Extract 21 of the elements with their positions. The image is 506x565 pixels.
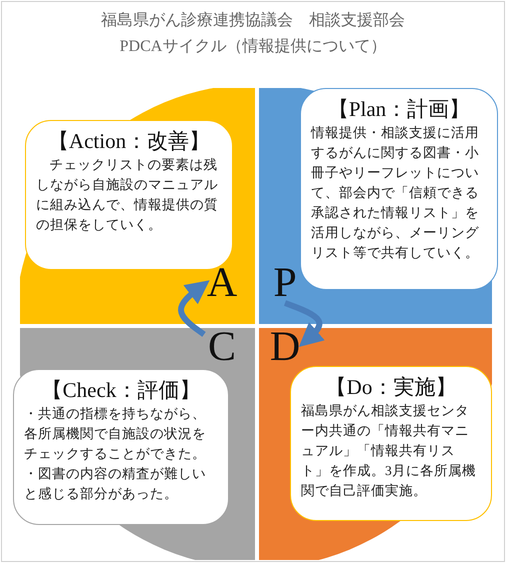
card-heading: 【Action：改善】 bbox=[46, 128, 212, 155]
subtitle: PDCAサイクル（情報提供について） bbox=[118, 36, 388, 57]
card-text: ・共通の指標を持ちながら、各所属機関で自施設の状況をチェックすることができた。 bbox=[24, 405, 207, 463]
cycle-letter: C bbox=[204, 326, 240, 368]
curved-arrow bbox=[178, 280, 210, 337]
text-card bbox=[13, 369, 229, 525]
text-card bbox=[290, 366, 492, 521]
title: 福島県がん診療連携協議会 相談支援部会 bbox=[100, 10, 406, 31]
text-card bbox=[300, 88, 498, 290]
cycle-letter: D bbox=[266, 326, 304, 368]
text-card bbox=[25, 120, 233, 270]
card-text: ・図書の内容の精査が難しいと感じる部分があった。 bbox=[24, 465, 207, 503]
card-text: 情報提供・相談支援に活用するがんに関する図書・小冊子やリーフレットについて、部会内で「信頼できる承認された情報リスト」を活用しながら、メーリングリスト等で共有していく。 bbox=[311, 124, 480, 262]
curved-arrow bbox=[284, 300, 325, 347]
card-heading: 【Plan：計画】 bbox=[326, 96, 472, 123]
card-heading: 【Check：評価】 bbox=[40, 377, 202, 404]
cycle-letter: A bbox=[204, 262, 240, 302]
cycle-letter: P bbox=[266, 262, 304, 302]
card-text: チェックリストの要素は残しながら自施設のマニュアルに組み込んで、情報提供の質の担保をしていく。 bbox=[36, 156, 219, 234]
card-text: 福島県がん相談支援センター内共通の「情報共有マニュアル」「情報共有リスト」を作成。3月に各所属機関で自己評価実施。 bbox=[301, 402, 477, 500]
card-heading: 【Do：実施】 bbox=[324, 374, 458, 401]
